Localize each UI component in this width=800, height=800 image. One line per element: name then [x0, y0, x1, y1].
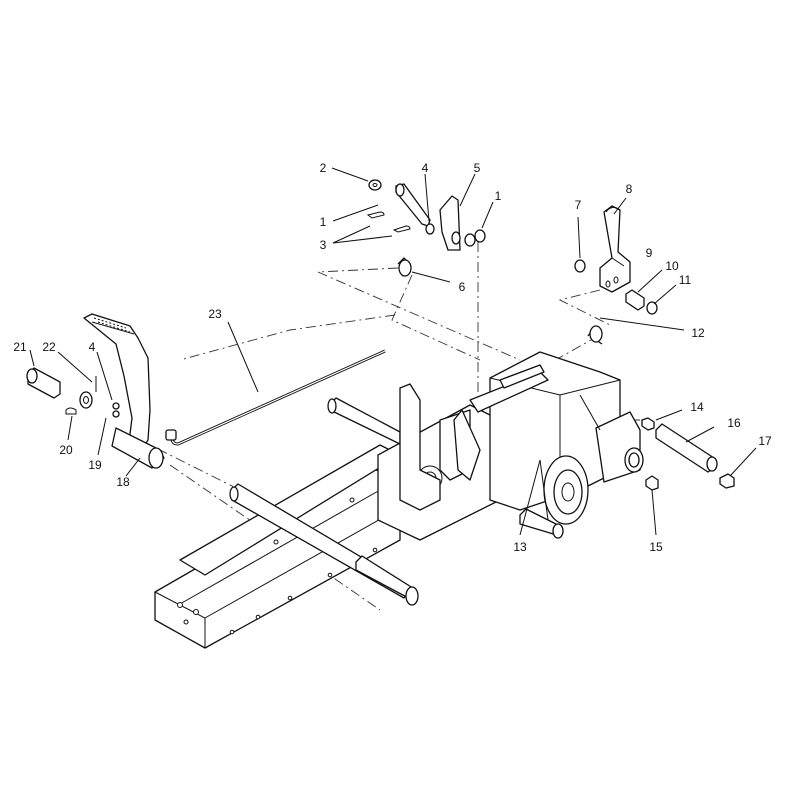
- callout-4-upper: 4: [422, 161, 429, 175]
- callout-20: 20: [59, 443, 73, 457]
- right-shaft-parts: [641, 417, 735, 491]
- callout-11: 11: [679, 273, 692, 287]
- callout-labels: 1 1 2 3 4 4 5 6 7 8 9 10 11 12 13 14 15 …: [13, 161, 772, 554]
- leader-lines: [29, 167, 757, 536]
- callout-7: 7: [575, 198, 582, 212]
- right-linkage-parts: [574, 205, 658, 345]
- pedal-assembly: [26, 313, 165, 469]
- callout-5: 5: [474, 161, 481, 175]
- callout-22: 22: [42, 340, 56, 354]
- callout-2: 2: [320, 161, 327, 175]
- callout-16: 16: [727, 416, 741, 430]
- callout-21: 21: [13, 340, 27, 354]
- callout-19: 19: [88, 458, 102, 472]
- upper-linkage-parts: [366, 179, 486, 277]
- callout-13: 13: [513, 540, 527, 554]
- callout-17: 17: [758, 434, 772, 448]
- callout-8: 8: [626, 182, 633, 196]
- callout-14: 14: [690, 400, 704, 414]
- callout-10: 10: [665, 259, 679, 273]
- control-rod: [165, 349, 386, 446]
- callout-23: 23: [208, 307, 222, 321]
- callout-1-upper: 1: [320, 215, 327, 229]
- callout-3: 3: [320, 238, 327, 252]
- callout-15: 15: [649, 540, 663, 554]
- callout-12: 12: [691, 326, 705, 340]
- callout-18: 18: [116, 475, 130, 489]
- callout-9: 9: [646, 246, 653, 260]
- callout-4-pedal: 4: [89, 340, 96, 354]
- callout-1-right: 1: [495, 189, 502, 203]
- transmission-housing: [399, 351, 644, 525]
- callout-6: 6: [459, 280, 466, 294]
